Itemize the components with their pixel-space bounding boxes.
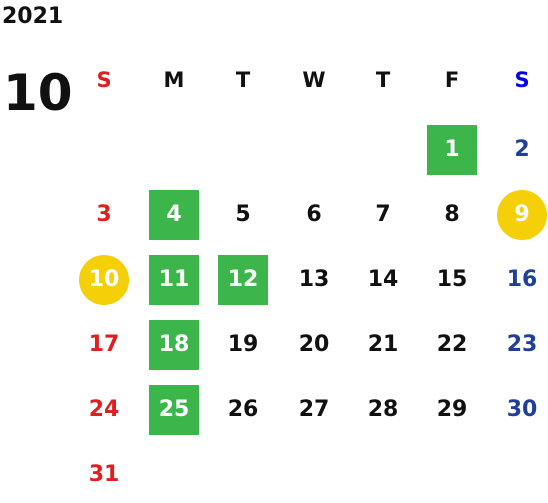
day-cell-9[interactable]: 9 — [497, 190, 547, 240]
year-label: 2021 — [2, 4, 64, 29]
day-cell-6[interactable]: 6 — [306, 202, 322, 227]
weekday-header-wednesday: W — [302, 67, 326, 92]
weekday-header-tuesday: T — [235, 67, 251, 92]
day-cell-28[interactable]: 28 — [367, 397, 399, 422]
weekday-header-thursday: T — [375, 67, 391, 92]
month-label: 10 — [3, 64, 73, 122]
weekday-header-sunday: S — [96, 67, 112, 92]
day-cell-27[interactable]: 27 — [298, 397, 330, 422]
day-cell-19[interactable]: 19 — [227, 332, 259, 357]
day-cell-30[interactable]: 30 — [506, 397, 538, 422]
weekday-header-monday: M — [163, 67, 185, 92]
day-cell-24[interactable]: 24 — [88, 397, 120, 422]
day-cell-4[interactable]: 4 — [149, 190, 199, 240]
day-cell-12[interactable]: 12 — [218, 255, 268, 305]
day-cell-22[interactable]: 22 — [436, 332, 468, 357]
day-cell-5[interactable]: 5 — [235, 202, 251, 227]
day-cell-11[interactable]: 11 — [149, 255, 199, 305]
day-cell-23[interactable]: 23 — [506, 332, 538, 357]
day-cell-14[interactable]: 14 — [367, 267, 399, 292]
day-cell-1[interactable]: 1 — [427, 125, 477, 175]
day-cell-31[interactable]: 31 — [88, 462, 120, 487]
day-cell-17[interactable]: 17 — [88, 332, 120, 357]
weekday-header-saturday: S — [514, 67, 530, 92]
day-cell-20[interactable]: 20 — [298, 332, 330, 357]
day-cell-8[interactable]: 8 — [444, 202, 460, 227]
day-cell-7[interactable]: 7 — [375, 202, 391, 227]
day-cell-3[interactable]: 3 — [96, 202, 112, 227]
day-cell-29[interactable]: 29 — [436, 397, 468, 422]
day-cell-15[interactable]: 15 — [436, 267, 468, 292]
day-cell-13[interactable]: 13 — [298, 267, 330, 292]
day-cell-2[interactable]: 2 — [514, 137, 530, 162]
day-cell-16[interactable]: 16 — [506, 267, 538, 292]
day-cell-10[interactable]: 10 — [79, 255, 129, 305]
day-cell-26[interactable]: 26 — [227, 397, 259, 422]
day-cell-21[interactable]: 21 — [367, 332, 399, 357]
day-cell-25[interactable]: 25 — [149, 385, 199, 435]
weekday-header-friday: F — [444, 67, 460, 92]
day-cell-18[interactable]: 18 — [149, 320, 199, 370]
